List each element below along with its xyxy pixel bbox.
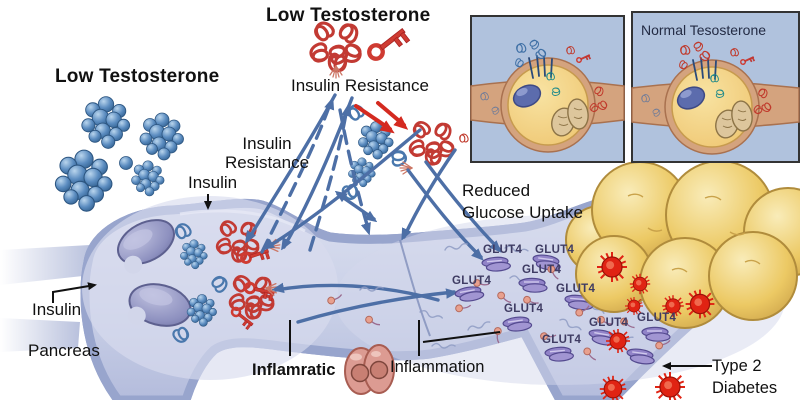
label-insulin-resistance-left: Insulin Resistance — [217, 134, 317, 172]
label-insulin-resistance-left-line2: Resistance — [224, 153, 310, 173]
inset-panel-low-testosterone — [459, 15, 625, 163]
label-insulin-top: Insulin — [188, 173, 238, 192]
glut4-label: GLUT4 — [504, 303, 544, 315]
label-type2-line2: Diabetes — [712, 379, 778, 398]
inset-panel-normal-testosterone — [631, 11, 800, 163]
label-reduced-glucose-uptake: Reduced Glucose Uptake — [462, 180, 583, 224]
label-pancreas: Pancreas — [28, 341, 100, 360]
mid-protein-clusters — [340, 101, 456, 202]
label-insulin-resistance-center: Insulin Resistance — [291, 76, 429, 95]
label-type2-diabetes: Type 2 Diabetes — [712, 355, 777, 400]
flow-arrows-blue — [248, 93, 499, 324]
glut4-label: GLUT4 — [556, 283, 596, 295]
glut4-label: GLUT4 — [483, 244, 523, 256]
label-insulin-resistance-left-line1: Insulin — [242, 134, 292, 153]
label-reduced-glucose-line2: Glucose Uptake — [462, 203, 583, 223]
glut4-label: GLUT4 — [452, 275, 492, 287]
label-type2-line1: Type 2 — [712, 357, 762, 375]
testosterone-protein-top — [310, 20, 411, 79]
glut4-label: GLUT4 — [522, 264, 562, 276]
pancreas-nuclei — [117, 219, 192, 327]
label-reduced-glucose-line1: Reduced — [462, 181, 531, 200]
label-inflammation: Inflammation — [390, 358, 485, 376]
pointer-lines — [52, 194, 712, 370]
label-low-testosterone-center: Low Testosterone — [266, 5, 431, 26]
label-normal-tesosterone: Normal Tesosterone — [641, 22, 767, 38]
insulin-granule-clusters — [54, 96, 184, 212]
flow-arrows-red — [354, 101, 404, 129]
adipose-fat-cells — [565, 160, 800, 329]
label-insulin-left: Insulin — [32, 300, 82, 319]
inflammatory-cell-pair — [344, 344, 395, 395]
glut4-label: GLUT4 — [589, 317, 629, 329]
glut4-label: GLUT4 — [542, 334, 582, 346]
label-inflamratic: Inflamratic — [252, 361, 336, 379]
glut4-label: GLUT4 — [637, 312, 677, 324]
glut4-label: GLUT4 — [535, 244, 575, 256]
label-low-testosterone-left: Low Testosterone — [55, 66, 220, 87]
